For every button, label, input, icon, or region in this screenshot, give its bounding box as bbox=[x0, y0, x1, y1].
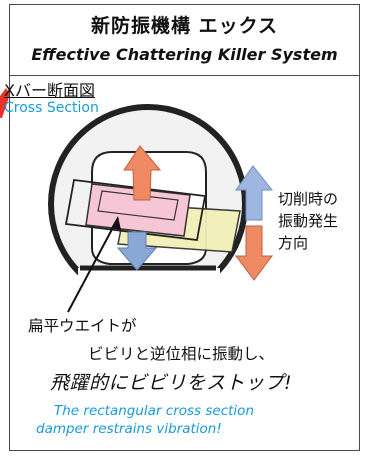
vibration-direction-label: 切削時の 振動発生 方向 bbox=[278, 188, 338, 254]
vibration-down-arrow bbox=[235, 225, 273, 281]
down-arrow-blue bbox=[116, 231, 158, 271]
direction-line-3: 方向 bbox=[278, 234, 309, 252]
damper-outline bbox=[64, 179, 207, 241]
note-line-3: 飛躍的にビビリをストップ! bbox=[50, 372, 293, 394]
pointer-arrowhead bbox=[111, 216, 121, 230]
header: 新防振機構 エックス Effective Chattering Killer S… bbox=[10, 5, 359, 76]
title-en: Effective Chattering Killer System bbox=[31, 45, 338, 64]
direction-line-2: 振動発生 bbox=[278, 212, 339, 230]
english-note-2: damper restrains vibration! bbox=[36, 421, 222, 437]
pointer-line bbox=[67, 217, 119, 313]
english-note-1: The rectangular cross section bbox=[54, 403, 255, 419]
damper-inner bbox=[97, 190, 179, 221]
note-line-2: ビビリと逆位相に振動し、 bbox=[88, 345, 275, 363]
note-line-1: 扁平ウエイトが bbox=[28, 317, 137, 335]
damper-pink bbox=[85, 183, 191, 237]
direction-line-1: 切削時の bbox=[278, 190, 339, 208]
red-pointer-mark bbox=[0, 88, 10, 118]
caption-jp: Xバー断面図 bbox=[4, 81, 95, 100]
title-jp: 新防振機構 エックス bbox=[90, 15, 279, 37]
caption-en: Cross Section bbox=[4, 100, 99, 116]
up-arrow-orange bbox=[123, 145, 162, 201]
flat-cut bbox=[78, 268, 220, 304]
vibration-up-arrow bbox=[235, 165, 274, 221]
